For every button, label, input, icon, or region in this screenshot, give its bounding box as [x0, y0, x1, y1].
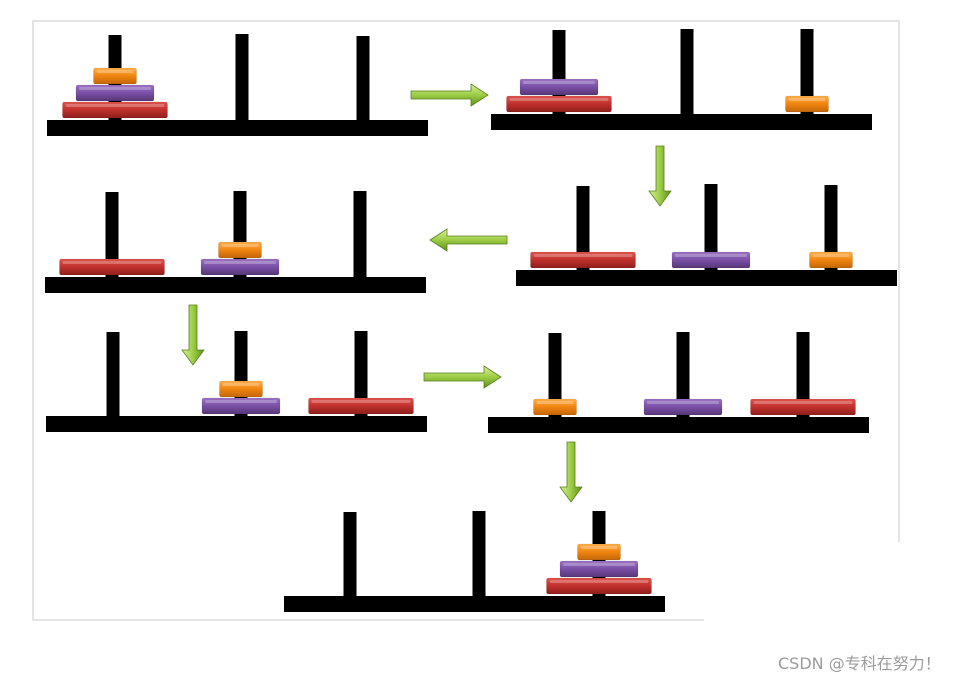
peg-2 — [680, 29, 694, 115]
purple-disk-highlight — [79, 87, 151, 90]
arrow-down-icon — [648, 145, 672, 207]
orange-disk — [785, 95, 829, 113]
orange-disk-highlight — [788, 98, 826, 101]
purple-disk — [559, 560, 639, 578]
orange-disk — [533, 398, 577, 416]
red-disk-highlight — [753, 401, 853, 404]
red-disk-highlight — [65, 104, 165, 107]
red-disk — [59, 258, 165, 276]
peg-3 — [356, 36, 370, 121]
purple-disk-highlight — [204, 261, 276, 264]
orange-disk — [809, 251, 853, 269]
peg-3 — [824, 185, 838, 271]
arrow-left-icon — [429, 228, 508, 252]
purple-disk-highlight — [647, 401, 719, 404]
orange-disk-highlight — [812, 254, 850, 257]
base-bar — [47, 120, 428, 136]
base-bar — [46, 416, 427, 432]
arrow-right-icon — [410, 83, 489, 107]
peg-3 — [800, 29, 814, 115]
arrow-right-icon — [423, 365, 502, 389]
peg-2 — [704, 184, 718, 271]
peg-2 — [235, 34, 249, 121]
frame-notch — [704, 542, 904, 627]
arrow-down-icon — [181, 304, 205, 366]
hanoi-state-4 — [45, 191, 426, 293]
purple-disk — [643, 398, 723, 416]
red-disk — [506, 95, 612, 113]
orange-disk — [219, 380, 263, 398]
base-bar — [516, 270, 897, 286]
purple-disk-highlight — [523, 81, 595, 84]
red-disk-highlight — [62, 261, 162, 264]
base-bar — [491, 114, 872, 130]
arrow-down-icon — [559, 441, 583, 503]
purple-disk-highlight — [205, 400, 277, 403]
orange-disk-highlight — [536, 401, 574, 404]
purple-disk — [671, 251, 751, 269]
base-bar — [488, 417, 869, 433]
hanoi-state-3 — [516, 184, 897, 286]
peg-1 — [106, 332, 120, 417]
peg-1 — [548, 333, 562, 418]
red-disk — [546, 577, 652, 595]
purple-disk — [201, 397, 281, 415]
base-bar — [45, 277, 426, 293]
red-disk-highlight — [509, 98, 609, 101]
orange-disk-highlight — [96, 70, 134, 73]
hanoi-state-2 — [491, 29, 872, 130]
orange-disk-highlight — [221, 244, 259, 247]
purple-disk — [519, 78, 599, 96]
orange-disk-highlight — [580, 546, 618, 549]
hanoi-state-6 — [488, 332, 869, 433]
orange-disk — [218, 241, 262, 259]
peg-3 — [796, 332, 810, 418]
peg-3 — [353, 191, 367, 278]
hanoi-state-7 — [284, 511, 665, 612]
watermark-text: CSDN @专科在努力！ — [778, 654, 941, 673]
purple-disk — [200, 258, 280, 276]
red-disk — [308, 397, 414, 415]
red-disk — [62, 101, 168, 119]
hanoi-state-1 — [47, 34, 428, 136]
hanoi-state-5 — [46, 331, 427, 432]
purple-disk — [75, 84, 155, 102]
orange-disk-highlight — [222, 383, 260, 386]
purple-disk-highlight — [563, 563, 635, 566]
red-disk-highlight — [533, 254, 633, 257]
peg-2 — [472, 511, 486, 597]
purple-disk-highlight — [675, 254, 747, 257]
red-disk — [750, 398, 856, 416]
peg-1 — [576, 186, 590, 271]
red-disk-highlight — [311, 400, 411, 403]
orange-disk — [93, 67, 137, 85]
orange-disk — [577, 543, 621, 561]
peg-1 — [343, 512, 357, 597]
peg-3 — [354, 331, 368, 417]
base-bar — [284, 596, 665, 612]
peg-2 — [676, 332, 690, 418]
red-disk — [530, 251, 636, 269]
red-disk-highlight — [549, 580, 649, 583]
peg-1 — [105, 192, 119, 278]
